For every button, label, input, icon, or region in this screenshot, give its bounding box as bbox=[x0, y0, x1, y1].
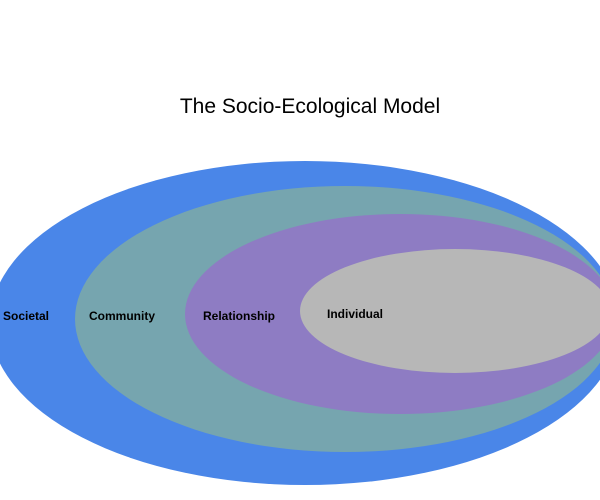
diagram-title: The Socio-Ecological Model bbox=[180, 95, 440, 118]
societal-label: Societal bbox=[3, 309, 49, 323]
community-label: Community bbox=[89, 309, 155, 323]
individual-label: Individual bbox=[327, 307, 383, 321]
individual-ellipse bbox=[300, 249, 600, 373]
relationship-label: Relationship bbox=[203, 309, 275, 323]
